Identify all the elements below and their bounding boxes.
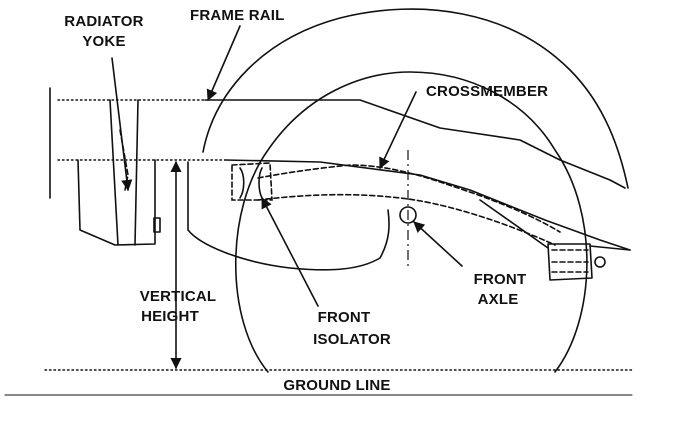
front-isolator-detail xyxy=(239,167,263,199)
rear-isolator-detail xyxy=(551,249,589,273)
frame-rail-bottom-solid xyxy=(224,159,631,251)
frame-tail-line xyxy=(479,199,631,251)
front-isolator-leader xyxy=(261,197,319,307)
lower-shield xyxy=(187,161,390,271)
front-isolator-shape xyxy=(231,162,273,201)
front-isolator-label: FRONT xyxy=(318,309,371,326)
crossmember-lower-dashed xyxy=(257,193,556,246)
rear-isolator-shape xyxy=(547,243,593,281)
frame-rail-body xyxy=(204,99,626,189)
front-isolator-label-2: ISOLATOR xyxy=(313,331,391,348)
vertical-height-label-2: HEIGHT xyxy=(141,308,199,325)
radiator-yoke-body xyxy=(77,159,156,246)
crossmember-leader xyxy=(379,91,417,170)
vertical-height-label: VERTICAL xyxy=(140,288,217,305)
radiator-yoke-leader xyxy=(111,57,133,192)
yoke-bracket xyxy=(153,217,161,233)
ground-line-label: GROUND LINE xyxy=(283,377,390,394)
front-axle-leader xyxy=(413,221,463,267)
fender-arch xyxy=(202,8,629,189)
rear-eye xyxy=(594,256,606,268)
front-axle-label-2: AXLE xyxy=(478,291,519,308)
frame-rail-leader xyxy=(206,25,241,102)
front-axle-label: FRONT xyxy=(474,271,527,288)
frame-rail-label: FRAME RAIL xyxy=(190,7,285,24)
crossmember-dashed xyxy=(257,164,561,233)
tire-outline xyxy=(234,71,588,373)
radiator-yoke-inner xyxy=(109,99,139,246)
radiator-yoke-label: RADIATOR xyxy=(64,13,143,30)
crossmember-label: CROSSMEMBER xyxy=(426,83,548,100)
radiator-yoke-label-2: YOKE xyxy=(82,33,125,50)
front-axle-hub xyxy=(399,206,417,224)
